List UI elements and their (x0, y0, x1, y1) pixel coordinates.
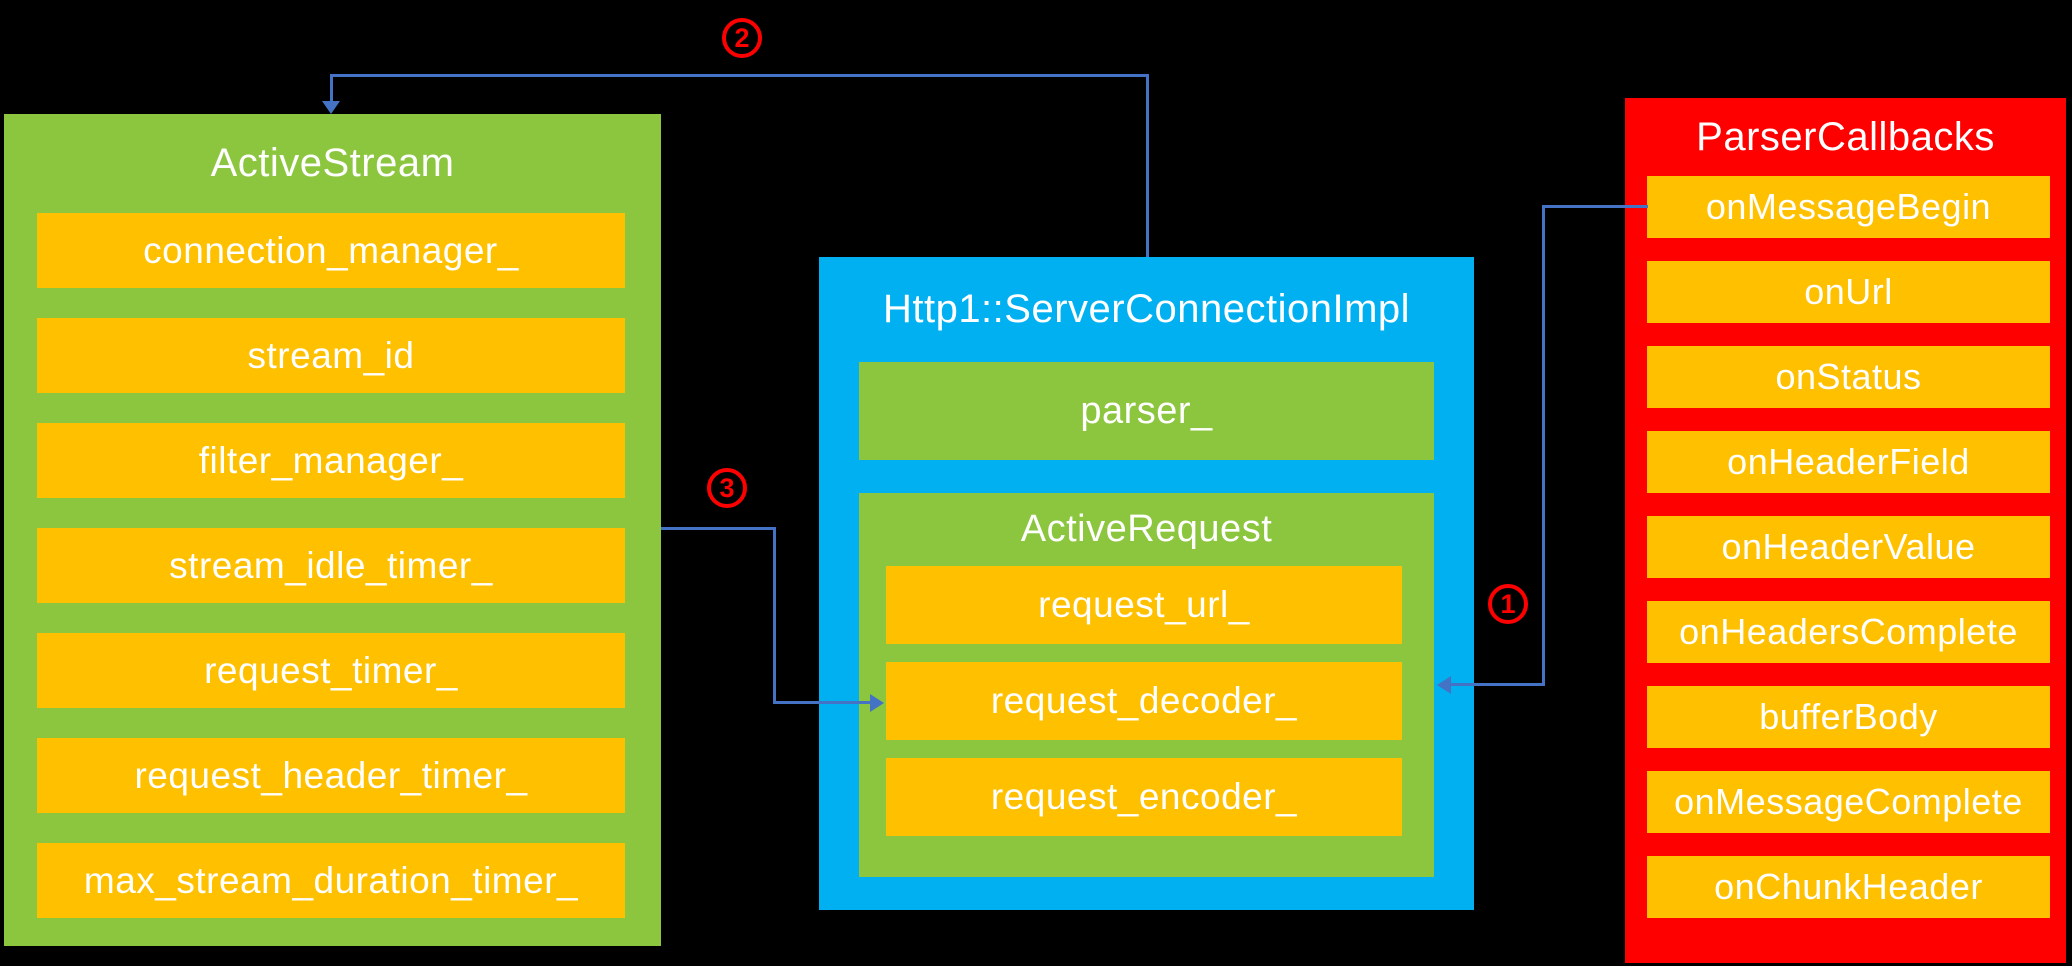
arrowhead-left-icon (1437, 676, 1451, 694)
parser-callbacks-fields: onMessageBegin onUrl onStatus onHeaderField… (1647, 176, 2050, 941)
field-row: onMessageComplete (1647, 771, 2050, 833)
parser-callbacks-title: ParserCallbacks (1696, 114, 1995, 159)
step-3-badge: 3 (707, 468, 747, 508)
parser-field-box: parser_ (859, 362, 1434, 460)
arrowhead-right-icon (870, 694, 884, 712)
connector-1-horizontal-bottom (1451, 683, 1545, 686)
field-row: connection_manager_ (37, 213, 625, 288)
active-stream-title: ActiveStream (210, 141, 455, 185)
field-row: filter_manager_ (37, 423, 625, 498)
field-row: stream_idle_timer_ (37, 528, 625, 603)
field-row: onChunkHeader (1647, 856, 2050, 918)
connector-3-horizontal-bottom (773, 701, 871, 704)
connector-2-vertical-left (330, 74, 333, 103)
active-stream-fields: connection_manager_ stream_id filter_manag… (37, 213, 625, 948)
field-row: stream_id (37, 318, 625, 393)
connector-2-horizontal (330, 74, 1149, 77)
field-row: bufferBody (1647, 686, 2050, 748)
field-row: request_header_timer_ (37, 738, 625, 813)
field-row: onHeaderValue (1647, 516, 2050, 578)
field-row: request_encoder_ (886, 758, 1402, 836)
field-row: request_timer_ (37, 633, 625, 708)
parser-callbacks-box: ParserCallbacks onMessageBegin onUrl onSta… (1625, 98, 2066, 963)
field-row: onHeadersComplete (1647, 601, 2050, 663)
field-row: request_decoder_ (886, 662, 1402, 740)
server-connection-impl-box: Http1::ServerConnectionImpl parser_ Acti… (819, 257, 1474, 910)
field-row: onStatus (1647, 346, 2050, 408)
connector-1-vertical (1542, 205, 1545, 686)
connector-1-horizontal-top (1542, 205, 1648, 208)
connector-3-vertical (773, 527, 776, 704)
step-1-badge: 1 (1488, 584, 1528, 624)
connector-3-horizontal-top (661, 527, 776, 530)
active-request-box: ActiveRequest request_url_ request_decode… (859, 493, 1434, 877)
field-row: onUrl (1647, 261, 2050, 323)
field-row: onHeaderField (1647, 431, 2050, 493)
field-row: max_stream_duration_timer_ (37, 843, 625, 918)
step-2-badge: 2 (722, 18, 762, 58)
active-request-fields: request_url_ request_decoder_ request_enco… (886, 566, 1402, 854)
parser-field-label: parser_ (1080, 389, 1213, 432)
active-stream-box: ActiveStream connection_manager_ stream_i… (4, 114, 661, 946)
field-row: request_url_ (886, 566, 1402, 644)
server-connection-impl-title: Http1::ServerConnectionImpl (882, 287, 1411, 331)
field-row: onMessageBegin (1647, 176, 2050, 238)
connector-2-vertical-right (1146, 74, 1149, 257)
active-request-title: ActiveRequest (1020, 508, 1273, 550)
arrowhead-down-icon (322, 101, 340, 114)
